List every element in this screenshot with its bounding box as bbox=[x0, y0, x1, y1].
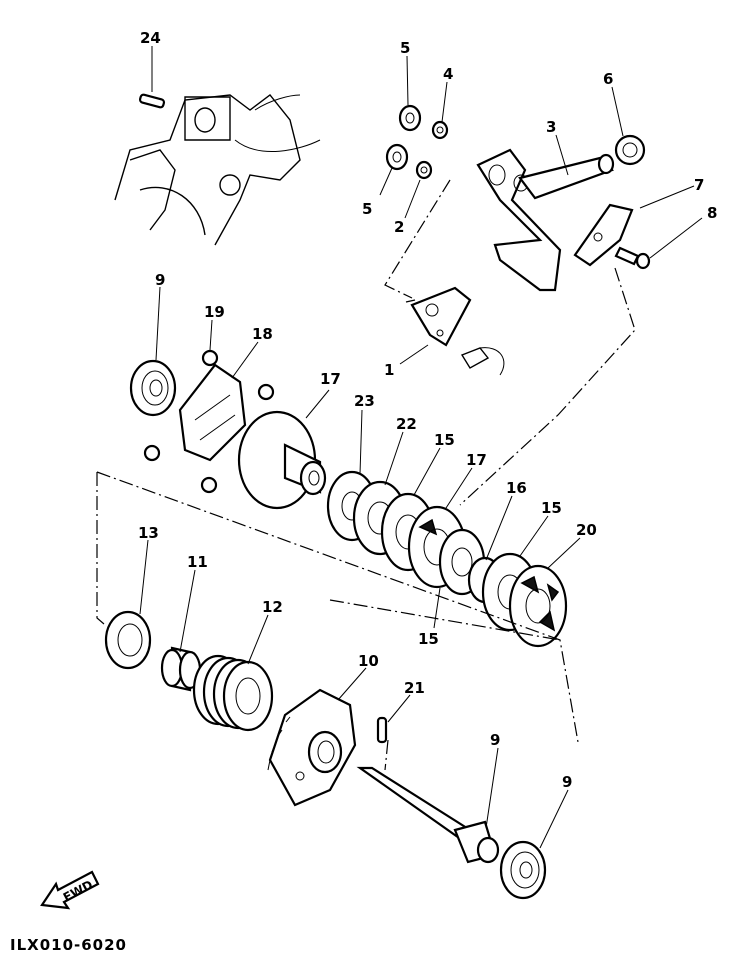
callout-19: 18 bbox=[252, 325, 273, 343]
part-1-shift-guide bbox=[405, 286, 472, 347]
part-2-washer bbox=[415, 160, 433, 180]
part-18-hub bbox=[237, 410, 327, 510]
callout-16: 16 bbox=[506, 479, 527, 497]
callout-11: 10 bbox=[358, 652, 379, 670]
callout-23: 23 bbox=[354, 392, 375, 410]
leader-lines bbox=[139, 46, 703, 849]
callout-24: 24 bbox=[140, 29, 161, 47]
part-5-nut-top bbox=[398, 104, 422, 132]
callout-7: 7 bbox=[694, 176, 704, 194]
crankcase-fragment bbox=[114, 94, 321, 246]
callout-15-a: 15 bbox=[434, 431, 455, 449]
callout-1: 1 bbox=[384, 361, 394, 379]
callout-15-b: 15 bbox=[541, 499, 562, 517]
part-6-oil-seal bbox=[614, 134, 646, 166]
part-7-stopper bbox=[573, 203, 634, 267]
bolt-fragment bbox=[460, 347, 505, 376]
callout-5-bottom: 5 bbox=[362, 200, 372, 218]
callout-18: 17 bbox=[320, 370, 341, 388]
part-9-bearing-bottom bbox=[499, 840, 547, 900]
callout-8: 8 bbox=[707, 204, 717, 222]
callout-21: 21 bbox=[404, 679, 425, 697]
callout-22: 22 bbox=[396, 415, 417, 433]
part-9-bearing-top bbox=[129, 359, 177, 417]
part-5-nut-bottom bbox=[385, 143, 409, 171]
callout-9-bottom: 9 bbox=[562, 773, 572, 791]
callout-15-c: 15 bbox=[418, 630, 439, 648]
callout-10: 9 bbox=[490, 731, 500, 749]
callout-9-top: 9 bbox=[155, 271, 165, 289]
part-10-shaft bbox=[356, 766, 500, 864]
callout-2: 2 bbox=[394, 218, 404, 236]
callout-4: 4 bbox=[443, 65, 453, 83]
part-14-seal bbox=[104, 610, 152, 670]
part-21-pin bbox=[376, 716, 388, 744]
figure-code: ILX010-6020 bbox=[10, 936, 127, 954]
clutch-plate-stack bbox=[326, 470, 568, 648]
part-4-washer bbox=[431, 120, 449, 140]
callout-20: 19 bbox=[204, 303, 225, 321]
callout-17-a: 17 bbox=[466, 451, 487, 469]
part-20-balls bbox=[143, 349, 275, 494]
part-13-spring bbox=[192, 654, 274, 732]
callout-labels: 24 5 4 6 3 5 2 7 8 9 19 18 1 17 23 22 15… bbox=[138, 29, 717, 791]
part-8-screw bbox=[614, 246, 651, 270]
part-24-pin bbox=[138, 93, 166, 109]
callout-6: 6 bbox=[603, 70, 613, 88]
assembly-lines bbox=[96, 179, 636, 771]
part-11-gear bbox=[267, 688, 357, 807]
fwd-arrow-icon: FWD bbox=[40, 870, 100, 910]
part-19-cam bbox=[178, 363, 247, 462]
callout-17-b: 20 bbox=[576, 521, 597, 539]
callout-14: 13 bbox=[138, 524, 159, 542]
part-3-shift-lever bbox=[476, 148, 615, 292]
callout-12: 11 bbox=[187, 553, 208, 571]
callout-5-top: 5 bbox=[400, 39, 410, 57]
callout-13: 12 bbox=[262, 598, 283, 616]
callout-3: 3 bbox=[546, 118, 556, 136]
